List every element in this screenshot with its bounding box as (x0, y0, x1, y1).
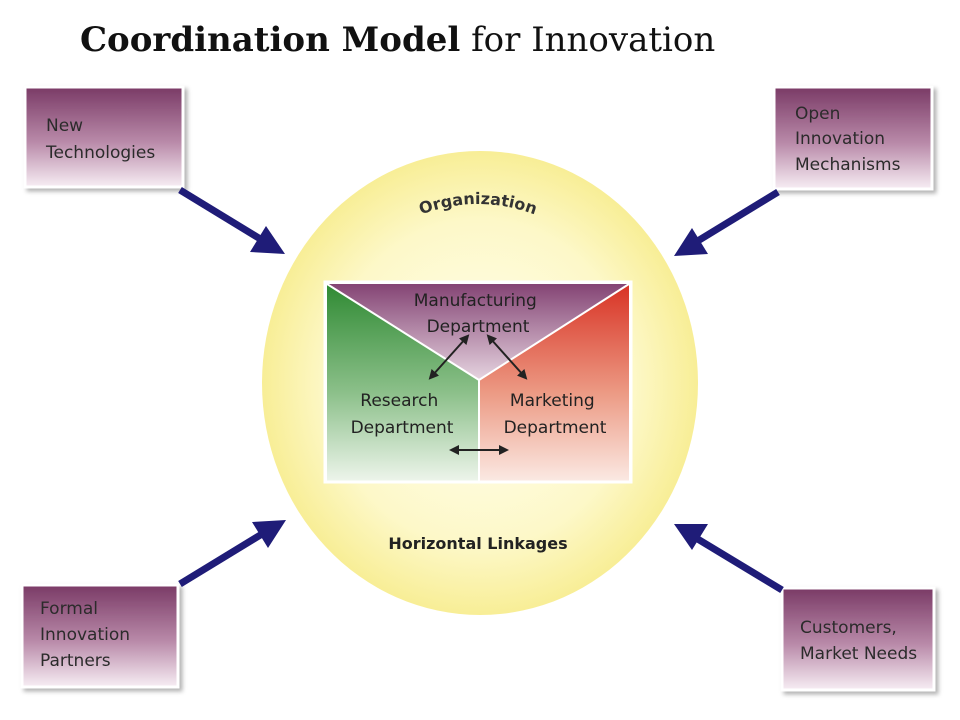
new-technologies-arrow (178, 187, 285, 254)
open-innovation-box: Open Innovation Mechanisms (772, 85, 934, 191)
research-label: Research Department (351, 391, 454, 438)
formal-partners-box: Formal Innovation Partners (20, 583, 180, 689)
open-innovation-label: Open Innovation Mechanisms (795, 104, 901, 175)
manufacturing-label: Manufacturing Department (414, 291, 543, 337)
marketing-department-area (480, 284, 629, 482)
formal-partners-arrow (178, 520, 286, 587)
horizontal-linkages-label: Horizontal Linkages (388, 534, 567, 553)
new-technologies-label: New Technologies (45, 116, 155, 163)
customers-box: Customers, Market Needs (780, 586, 936, 692)
open-innovation-arrow (674, 189, 780, 256)
manufacturing-research-arrow (428, 334, 470, 380)
manufacturing-department-area (327, 284, 629, 380)
formal-partners-label: Formal Innovation Partners (40, 599, 135, 671)
title-light: for Innovation (460, 20, 716, 60)
new-technologies-box: New Technologies (23, 85, 185, 189)
department-panel (323, 280, 633, 484)
research-department-area (327, 284, 478, 482)
page-title: Coordination Model for Innovation (80, 20, 715, 60)
customers-label: Customers, Market Needs (800, 618, 917, 664)
customers-arrow (674, 524, 784, 593)
manufacturing-marketing-arrow (486, 334, 528, 380)
title-bold: Coordination Model (80, 20, 461, 60)
marketing-label: Marketing Department (504, 391, 607, 438)
